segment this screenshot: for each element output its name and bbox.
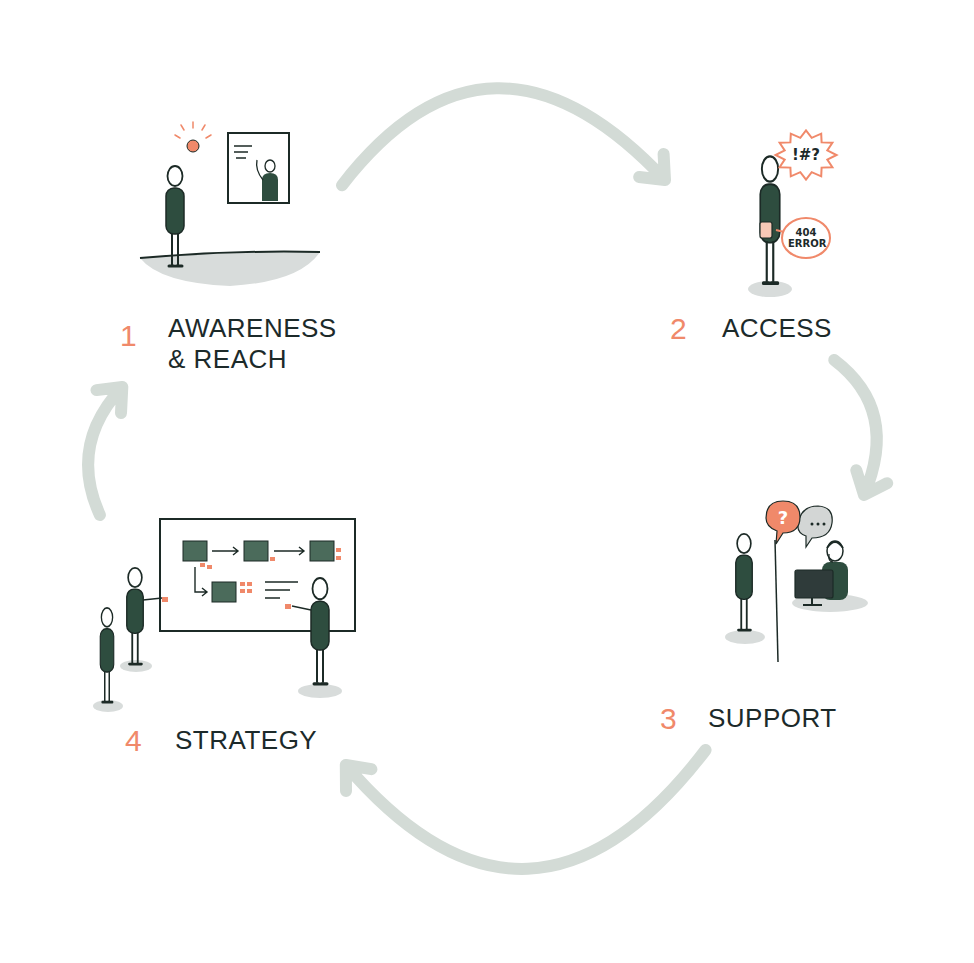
error-badge: 404 ERROR	[788, 227, 824, 249]
step-number: 4	[125, 725, 142, 757]
awareness-scene	[140, 122, 320, 286]
step-number: 2	[670, 313, 687, 345]
cycle-arrow	[88, 387, 122, 515]
cycle-arrow	[342, 88, 665, 185]
arrow-stroke	[834, 360, 887, 495]
awareness-stage: 1 AWARENESS & REACH	[112, 125, 342, 387]
step-label: AWARENESS & REACH	[168, 313, 338, 375]
step-label: ACCESS	[722, 313, 832, 344]
step-number: 3	[660, 703, 677, 735]
step-number: 1	[120, 320, 137, 352]
cycle-arrow	[346, 750, 706, 869]
cycle-arrow	[834, 360, 887, 495]
arrow-stroke	[346, 750, 706, 869]
arrow-stroke	[88, 387, 122, 515]
strategy-scene	[93, 519, 355, 712]
step-label: SUPPORT	[708, 703, 837, 734]
support-scene	[725, 501, 868, 662]
step-label: STRATEGY	[175, 725, 317, 756]
strategy-stage: 4 STRATEGY	[90, 515, 365, 765]
exclamation-bubble: !#?	[792, 147, 820, 163]
support-stage: 3 SUPPORT	[655, 495, 875, 750]
question-mark: ?	[778, 508, 788, 527]
arrow-stroke	[342, 88, 665, 185]
access-scene	[748, 130, 837, 297]
